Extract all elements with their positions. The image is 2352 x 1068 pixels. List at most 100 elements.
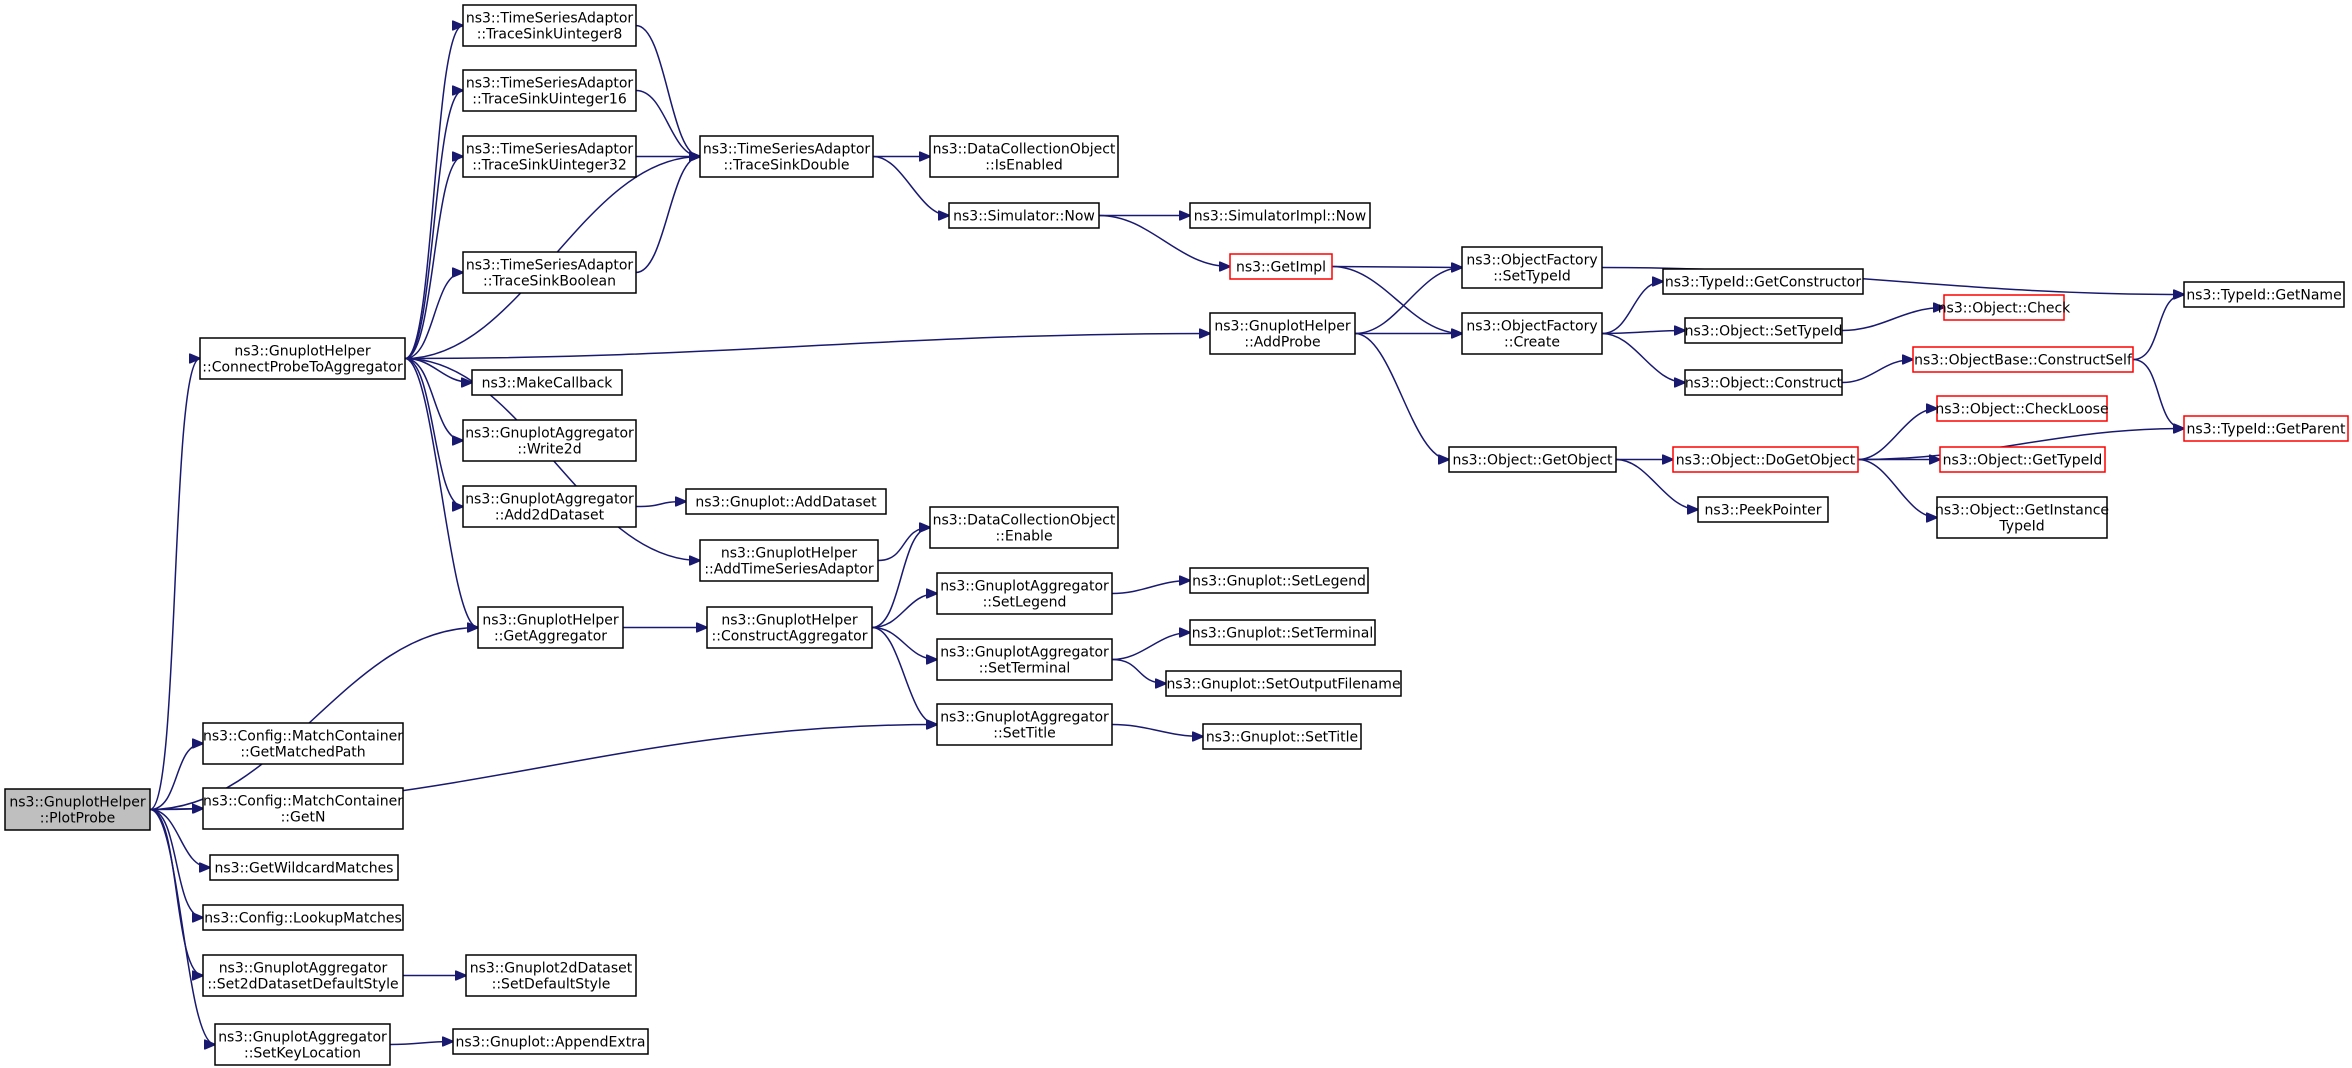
node-checkloose[interactable]: ns3::Object::CheckLoose <box>1935 395 2109 422</box>
node-constructself[interactable]: ns3::ObjectBase::ConstructSelf <box>1912 346 2134 373</box>
node-typeidgetparent[interactable]: ns3::TypeId::GetParent <box>2183 415 2349 442</box>
node-box <box>462 135 637 178</box>
node-add2d[interactable]: ns3::GnuplotAggregator::Add2dDataset <box>462 485 637 528</box>
node-gpadddataset[interactable]: ns3::Gnuplot::AddDataset <box>685 488 887 515</box>
node-objconstruct[interactable]: ns3::Object::Construct <box>1684 369 1843 396</box>
node-simimplnow[interactable]: ns3::SimulatorImpl::Now <box>1189 202 1371 229</box>
node-box <box>699 539 879 582</box>
node-label: ::AddProbe <box>1244 335 1320 351</box>
node-typeidgetname[interactable]: ns3::TypeId::GetName <box>2183 281 2345 308</box>
node-label: ns3::ObjectFactory <box>1466 253 1597 269</box>
node-gpsetlegend[interactable]: ns3::Gnuplot::SetLegend <box>1189 567 1369 594</box>
node-gp2dsetdefault[interactable]: ns3::Gnuplot2dDataset::SetDefaultStyle <box>465 954 637 997</box>
node-addtimeseries[interactable]: ns3::GnuplotHelper::AddTimeSeriesAdaptor <box>699 539 879 582</box>
node-label: ns3::GnuplotAggregator <box>940 645 1109 661</box>
node-objsettypeid[interactable]: ns3::Object::SetTypeId <box>1684 317 1843 344</box>
edge-plotprobe-to-getmatchedpath <box>149 744 203 811</box>
node-objgettypeid[interactable]: ns3::Object::GetTypeId <box>1939 446 2106 473</box>
node-box <box>202 904 404 931</box>
node-tsdouble[interactable]: ns3::TimeSeriesAdaptor::TraceSinkDouble <box>699 135 874 178</box>
node-label: ::SetLegend <box>983 595 1067 611</box>
node-getmatchedpath[interactable]: ns3::Config::MatchContainer::GetMatchedP… <box>202 722 404 765</box>
node-label: ns3::Object::DoGetObject <box>1676 453 1856 469</box>
node-gpsetterminal[interactable]: ns3::Gnuplot::SetTerminal <box>1189 619 1376 646</box>
node-label: ns3::TimeSeriesAdaptor <box>703 142 871 158</box>
node-objcheck[interactable]: ns3::Object::Check <box>1938 294 2071 321</box>
node-getn[interactable]: ns3::Config::MatchContainer::GetN <box>202 787 404 830</box>
node-gpsettitle[interactable]: ns3::Gnuplot::SetTitle <box>1202 723 1362 750</box>
node-box <box>699 135 874 178</box>
node-tsuint8[interactable]: ns3::TimeSeriesAdaptor::TraceSinkUintege… <box>462 4 637 47</box>
node-box <box>1684 317 1843 344</box>
node-box <box>214 1023 391 1066</box>
node-gasetlegend[interactable]: ns3::GnuplotAggregator::SetLegend <box>936 572 1113 615</box>
edge-objsettypeid-to-objcheck <box>1841 308 1944 332</box>
node-ofcreate[interactable]: ns3::ObjectFactory::Create <box>1461 312 1603 355</box>
node-label: ns3::GnuplotAggregator <box>219 961 388 977</box>
node-label: ::TraceSinkUinteger8 <box>477 27 623 43</box>
node-gasettitle[interactable]: ns3::GnuplotAggregator::SetTitle <box>936 703 1113 746</box>
node-isenabled[interactable]: ns3::DataCollectionObject::IsEnabled <box>929 135 1119 178</box>
edge-plotprobe-to-lookupmatches <box>149 808 203 918</box>
node-label: ::SetTitle <box>993 726 1055 742</box>
node-connectprobe[interactable]: ns3::GnuplotHelper::ConnectProbeToAggreg… <box>199 337 406 380</box>
node-label: ns3::TimeSeriesAdaptor <box>466 142 634 158</box>
node-box <box>462 251 637 294</box>
node-box <box>706 606 873 649</box>
edge-getimpl-to-ofsettypeid <box>1331 267 1462 268</box>
node-setkeylocation[interactable]: ns3::GnuplotAggregator::SetKeyLocation <box>214 1023 391 1066</box>
node-box <box>1684 369 1843 396</box>
node-label: ::TraceSinkDouble <box>724 158 850 174</box>
edge-gasettitle-to-gpsettitle <box>1111 723 1203 737</box>
edge-tsuint16-to-tsdouble <box>635 89 700 157</box>
node-label: ::GetMatchedPath <box>240 745 365 761</box>
node-addprobe[interactable]: ns3::GnuplotHelper::AddProbe <box>1209 312 1356 355</box>
node-label: ::TraceSinkUinteger32 <box>472 158 627 174</box>
node-getwildcard[interactable]: ns3::GetWildcardMatches <box>209 854 399 881</box>
node-label: ::SetDefaultStyle <box>492 977 611 993</box>
node-write2d[interactable]: ns3::GnuplotAggregator::Write2d <box>462 419 637 462</box>
edge-add2d-to-gpadddataset <box>635 502 686 508</box>
node-ofsettypeid[interactable]: ns3::ObjectFactory::SetTypeId <box>1461 246 1603 289</box>
node-tsuint16[interactable]: ns3::TimeSeriesAdaptor::TraceSinkUintege… <box>462 69 637 112</box>
node-label: ns3::Object::Construct <box>1685 376 1843 392</box>
node-getimpl[interactable]: ns3::GetImpl <box>1229 253 1333 280</box>
node-set2ddefault[interactable]: ns3::GnuplotAggregator::Set2dDatasetDefa… <box>202 954 404 997</box>
node-tsuint32[interactable]: ns3::TimeSeriesAdaptor::TraceSinkUintege… <box>462 135 637 178</box>
node-box <box>936 638 1113 681</box>
node-label: ns3::GnuplotHelper <box>234 344 370 360</box>
node-tsbool[interactable]: ns3::TimeSeriesAdaptor::TraceSinkBoolean <box>462 251 637 294</box>
node-box <box>1189 567 1369 594</box>
node-gasetterminal[interactable]: ns3::GnuplotAggregator::SetTerminal <box>936 638 1113 681</box>
node-box <box>4 788 151 831</box>
node-box <box>465 954 637 997</box>
edge-addprobe-to-ofsettypeid <box>1354 268 1462 335</box>
node-dogetobject[interactable]: ns3::Object::DoGetObject <box>1672 446 1859 473</box>
node-plotprobe[interactable]: ns3::GnuplotHelper::PlotProbe <box>4 788 151 831</box>
node-constructagg[interactable]: ns3::GnuplotHelper::ConstructAggregator <box>706 606 873 649</box>
node-label: ns3::GnuplotAggregator <box>940 710 1109 726</box>
node-label: ::SetTypeId <box>1493 269 1571 285</box>
edge-plotprobe-to-getn <box>149 809 203 810</box>
node-makecallback[interactable]: ns3::MakeCallback <box>471 369 623 396</box>
node-label: ::AddTimeSeriesAdaptor <box>704 562 874 578</box>
node-dcoenable[interactable]: ns3::DataCollectionObject::Enable <box>929 506 1119 549</box>
node-getobject[interactable]: ns3::Object::GetObject <box>1448 446 1617 473</box>
edge-plotprobe-to-getaggregator <box>149 628 478 811</box>
node-getaggregator[interactable]: ns3::GnuplotHelper::GetAggregator <box>477 606 624 649</box>
node-box <box>202 722 404 765</box>
node-label: ::GetN <box>281 810 326 826</box>
edge-tsuint8-to-tsdouble <box>635 24 700 157</box>
node-simnow[interactable]: ns3::Simulator::Now <box>948 202 1100 229</box>
node-label: ns3::TypeId::GetName <box>2186 288 2341 304</box>
node-lookupmatches[interactable]: ns3::Config::LookupMatches <box>202 904 404 931</box>
node-label: ns3::GnuplotHelper <box>1214 319 1350 335</box>
node-box <box>1936 496 2108 539</box>
node-box <box>462 4 637 47</box>
node-typeidgetctor[interactable]: ns3::TypeId::GetConstructor <box>1662 268 1864 295</box>
node-peekpointer[interactable]: ns3::PeekPointer <box>1697 496 1829 523</box>
node-box <box>462 485 637 528</box>
node-appendextra[interactable]: ns3::Gnuplot::AppendExtra <box>452 1028 649 1055</box>
node-gpsetoutput[interactable]: ns3::Gnuplot::SetOutputFilename <box>1165 670 1402 697</box>
